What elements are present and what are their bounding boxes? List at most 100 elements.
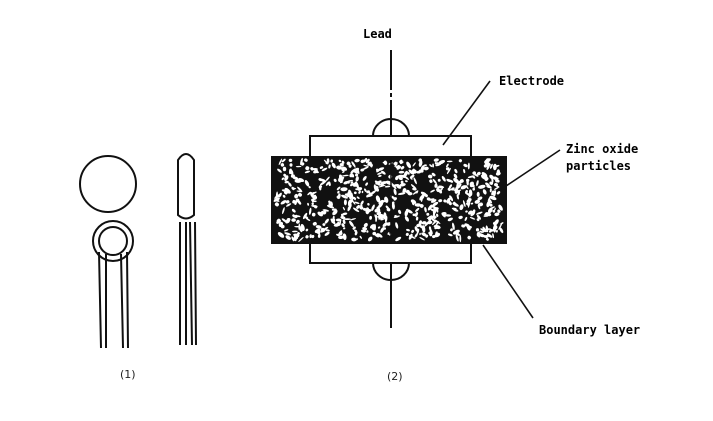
- particle: [467, 200, 471, 208]
- particle: [412, 162, 416, 167]
- particle: [466, 178, 470, 182]
- particle: [404, 215, 409, 222]
- zinc-oxide-particles: [273, 157, 504, 243]
- particle: [328, 200, 332, 204]
- particle: [363, 164, 369, 167]
- particle: [447, 217, 453, 222]
- particle: [349, 220, 354, 228]
- particle: [366, 230, 369, 233]
- particle: [342, 233, 347, 241]
- particle: [308, 207, 312, 215]
- particle: [355, 176, 359, 182]
- particle: [419, 237, 425, 241]
- particle: [416, 170, 421, 174]
- particle: [476, 211, 483, 215]
- particle: [482, 228, 487, 233]
- particle: [477, 202, 484, 207]
- particle: [479, 230, 483, 233]
- particle: [458, 159, 462, 163]
- particle: [366, 190, 370, 194]
- particle: [274, 199, 280, 202]
- particle: [437, 178, 441, 182]
- particle: [314, 205, 318, 209]
- particle: [399, 159, 403, 164]
- particle: [432, 235, 436, 239]
- particle: [369, 224, 375, 229]
- particle: [304, 180, 310, 187]
- particle: [377, 167, 385, 171]
- particle: [476, 180, 479, 187]
- particle: [498, 223, 503, 230]
- particle: [499, 227, 504, 234]
- particle: [378, 215, 382, 220]
- particle: [350, 181, 354, 184]
- particle: [474, 199, 481, 204]
- particle: [434, 219, 441, 225]
- particle: [405, 232, 409, 236]
- particle: [444, 214, 452, 217]
- particle: [457, 183, 462, 189]
- particle: [418, 158, 422, 162]
- particle: [351, 161, 356, 168]
- particle: [397, 174, 405, 178]
- particle: [320, 228, 324, 231]
- particle: [491, 190, 494, 196]
- particle: [341, 160, 345, 164]
- particle: [433, 158, 439, 162]
- particle: [489, 195, 497, 201]
- particle: [463, 169, 466, 174]
- particle: [342, 219, 346, 225]
- particle: [340, 216, 346, 220]
- particle: [330, 218, 336, 225]
- particle: [411, 229, 415, 233]
- label-zinc-oxide-line1: Zinc oxide: [566, 142, 639, 156]
- particle: [365, 182, 369, 186]
- particle: [352, 226, 356, 230]
- particle: [412, 213, 416, 217]
- particle: [428, 174, 433, 179]
- particle: [494, 186, 499, 190]
- particle: [343, 218, 351, 220]
- particle: [423, 164, 427, 167]
- particle: [495, 164, 500, 168]
- particle: [438, 185, 445, 189]
- particle: [317, 233, 321, 238]
- particle: [395, 222, 399, 229]
- side-body: [177, 153, 195, 220]
- particle: [320, 228, 326, 233]
- particle: [426, 212, 430, 216]
- particle: [435, 233, 439, 237]
- particle: [407, 191, 413, 196]
- particle: [465, 189, 468, 194]
- particle: [456, 184, 459, 188]
- particle: [342, 206, 345, 211]
- particle: [339, 181, 343, 184]
- particle: [325, 229, 330, 232]
- particle: [408, 234, 416, 239]
- particle: [430, 208, 436, 212]
- particle: [284, 175, 289, 181]
- particle: [311, 212, 316, 217]
- particle: [414, 212, 419, 217]
- particle: [278, 158, 283, 166]
- particle: [354, 231, 358, 236]
- particle: [306, 218, 311, 221]
- particle: [292, 199, 296, 204]
- particle: [360, 200, 364, 206]
- particle: [342, 212, 348, 216]
- particle: [491, 177, 494, 183]
- particle: [364, 188, 367, 192]
- particle: [466, 198, 472, 203]
- particle: [492, 233, 495, 239]
- particle: [294, 214, 298, 219]
- particle: [288, 182, 292, 187]
- disc-body: [79, 155, 137, 213]
- particle: [426, 197, 431, 201]
- particle: [356, 206, 359, 209]
- particle: [356, 196, 360, 199]
- particle: [294, 193, 299, 199]
- particle: [477, 196, 483, 201]
- particle: [367, 203, 370, 206]
- particle: [354, 158, 360, 163]
